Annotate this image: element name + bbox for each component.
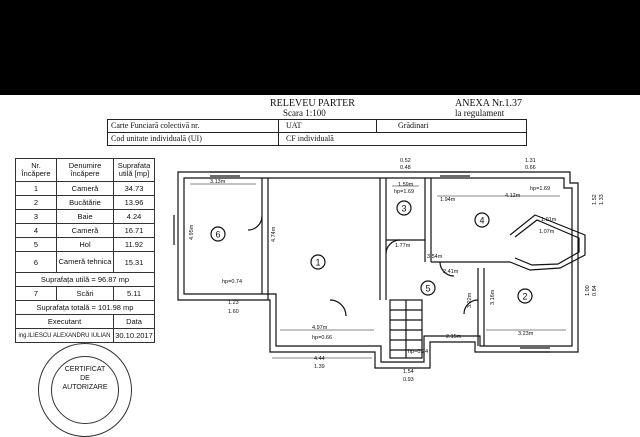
annex-number: ANEXA Nr.1.37 — [455, 98, 522, 109]
cadastral-info-box: Carte Funciară colectivă nr. UAT Grădina… — [107, 119, 527, 147]
uat-label: UAT — [286, 121, 302, 130]
dim-215: 2.15m — [446, 334, 462, 340]
dim-048: 0.48 — [400, 165, 411, 171]
room-number-5: 5 — [425, 284, 430, 294]
floor-plan: 1 2 3 4 5 6 0.52 0.48 1.31 0.66 3.13m 1.… — [173, 158, 605, 383]
inner-wall-line — [183, 177, 573, 363]
dim-316: 3.16m — [490, 289, 496, 305]
cf-label: Carte Funciară colectivă nr. — [111, 121, 200, 130]
stamp-line-1: CERTIFICAT — [64, 366, 106, 373]
table-header-row: Nr. Încăpere Denumire încăpere Suprafata… — [15, 158, 155, 182]
outer-wall — [177, 171, 579, 369]
dim-474: 4.74m — [271, 226, 277, 242]
window-4 — [440, 171, 470, 177]
table-row: 4 Cameră 16.71 — [15, 223, 155, 238]
dim-123: 1.23 — [228, 300, 239, 306]
table-row: 7 Scări 5.11 — [15, 286, 155, 301]
room-number-6: 6 — [215, 230, 220, 240]
executant-date: 30.10.2017 — [113, 328, 155, 343]
executant-row: ing.ILIESCU ALEXANDRU IULIAN 30.10.2017 — [15, 328, 155, 343]
hp-169-a: hp=1.69 — [394, 189, 414, 195]
table-row: 6 Cameră tehnica 15.31 — [15, 251, 155, 273]
dim-241: 2.41m — [443, 269, 459, 275]
door-arc-1 — [329, 299, 347, 317]
uat-value: Grădinari — [398, 121, 429, 130]
dim-412: 4.12m — [505, 193, 521, 199]
cod-ui-label: Cod unitate individuală (UI) — [111, 134, 202, 143]
room-number-1: 1 — [315, 258, 320, 268]
header-denumire: Denumire încăpere — [56, 158, 114, 182]
dim-159: 1.59m — [398, 182, 414, 188]
bay-window-inner — [514, 219, 580, 266]
hp-024: hp=0.24 — [408, 349, 428, 355]
cf-individual-label: CF individuală — [286, 134, 334, 143]
room-circle-1 — [310, 254, 326, 270]
dim-160: 1.60 — [228, 309, 239, 315]
annex-subtitle: la regulament — [455, 108, 505, 118]
dim-444: 4.44 — [314, 356, 325, 362]
dim-139: 1.39 — [314, 364, 325, 370]
cadastral-row-2: Cod unitate individuală (UI) CF individu… — [107, 132, 527, 146]
room-number-4: 4 — [479, 216, 484, 226]
hp-074: hp=0.74 — [222, 279, 242, 285]
room-number-2: 2 — [522, 292, 527, 302]
executant-header-row: Executant Data — [15, 314, 155, 329]
bay-window — [509, 214, 586, 271]
room-circle-3 — [396, 200, 412, 216]
dim-131: 1.31 — [525, 158, 536, 164]
door-arc-2 — [463, 299, 479, 315]
stamp-line-3: AUTORIZARE — [62, 384, 108, 391]
dim-152: 1.52 — [592, 194, 598, 205]
room-circle-4 — [474, 212, 490, 228]
stamp-line-2: DE — [80, 375, 90, 382]
dim-093: 0.93 — [403, 377, 414, 383]
dim-154: 1.54 — [403, 369, 414, 375]
window-6 — [210, 171, 240, 177]
table-row: 5 Hol 11.92 — [15, 237, 155, 252]
dim-313: 3.13m — [210, 179, 226, 185]
hp-066: hp=0.66 — [312, 335, 332, 341]
header-suprafata: Suprafata utilă [mp] — [113, 158, 155, 182]
dim-084: 0.84 — [592, 285, 598, 296]
dim-495: 4.95m — [189, 224, 195, 240]
dim-101: 1.01m — [541, 217, 557, 223]
document-title: RELEVEU PARTER — [270, 98, 355, 109]
rooms-table: Nr. Încăpere Denumire încăpere Suprafata… — [15, 158, 155, 343]
door-arc-4 — [439, 261, 455, 277]
hp-169-b: hp=1.69 — [530, 186, 550, 192]
door-arc-3 — [385, 239, 401, 255]
room-circle-6 — [210, 226, 226, 242]
dim-322: 3.22m — [467, 292, 473, 308]
dim-066: 0.66 — [525, 165, 536, 171]
window-2 — [520, 347, 550, 353]
room-circle-2 — [517, 288, 533, 304]
dim-497: 4.97m — [312, 325, 328, 331]
dim-177: 1.77m — [395, 243, 411, 249]
document-scale: Scara 1:100 — [283, 108, 326, 118]
scan-dark-band — [0, 0, 640, 95]
dim-052: 0.52 — [400, 158, 411, 164]
table-row: 3 Baie 4.24 — [15, 209, 155, 224]
dim-100: 1.00 — [585, 285, 591, 296]
room-circle-5 — [420, 280, 436, 296]
dim-194: 1.94m — [440, 197, 456, 203]
dim-133: 1.33 — [599, 194, 605, 205]
room-number-3: 3 — [401, 204, 406, 214]
door-arc-6 — [247, 215, 263, 231]
dim-323: 3.23m — [518, 331, 534, 337]
dim-107: 1.07m — [539, 229, 555, 235]
dim-354: 3.54m — [427, 254, 443, 260]
